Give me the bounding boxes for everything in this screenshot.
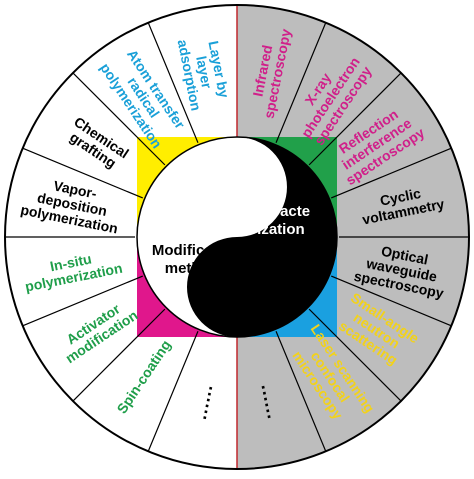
spoke-left [22, 147, 143, 199]
spoke-left [72, 72, 166, 166]
spoke-right [275, 22, 327, 143]
spoke-right [308, 72, 402, 166]
outer-ring [4, 4, 470, 470]
spoke-right [331, 147, 452, 199]
yin-yang-outline [136, 136, 338, 338]
spoke-left [72, 308, 166, 402]
black-dot [226, 276, 248, 298]
spoke-right [275, 331, 327, 452]
white-dot [226, 176, 248, 198]
spoke-right [308, 308, 402, 402]
spoke-left [22, 275, 143, 327]
yang-black-half [187, 137, 337, 337]
spoke-left [147, 22, 199, 143]
spoke-right [331, 275, 452, 327]
spoke-left [147, 331, 199, 452]
